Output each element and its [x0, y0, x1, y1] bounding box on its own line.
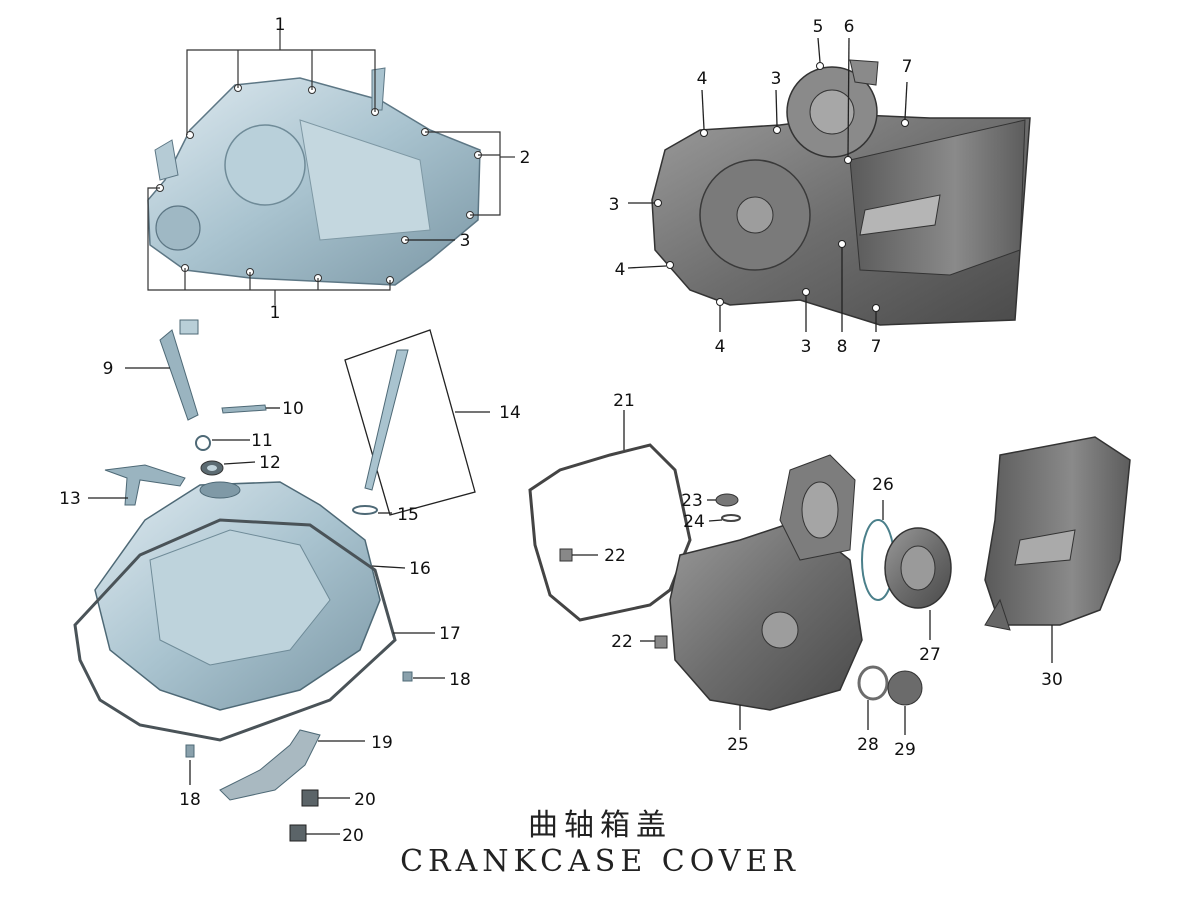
- callout-number: 18: [179, 790, 201, 810]
- crankcase-cover-top-view: [147, 30, 515, 305]
- callout-number: 1: [270, 303, 281, 323]
- callout-number: 20: [354, 790, 376, 810]
- callout-number: 11: [251, 431, 273, 451]
- callout-number: 23: [681, 491, 703, 511]
- callout-number: 3: [771, 69, 782, 89]
- callout-number: 14: [499, 403, 521, 423]
- callout-number: 4: [615, 260, 626, 280]
- callout-number: 1: [275, 15, 286, 35]
- callout-number: 6: [844, 17, 855, 37]
- callout-number: 13: [59, 489, 81, 509]
- callout-number: 10: [282, 399, 304, 419]
- callout-number: 2: [520, 148, 531, 168]
- callout-number: 22: [604, 546, 626, 566]
- crankcase-cover-side-view: [627, 37, 1031, 332]
- callout-number: 27: [919, 645, 941, 665]
- diagram-title-chinese: 曲轴箱盖: [528, 808, 672, 843]
- callout-number: 20: [342, 826, 364, 846]
- diagram-title-english: CRANKCASE COVER: [400, 844, 800, 879]
- callout-number: 15: [397, 505, 419, 525]
- shift-shaft-and-cover: [73, 319, 490, 842]
- magneto-cover-assembly: [528, 410, 1131, 735]
- callout-number: 7: [871, 337, 882, 357]
- callout-number: 3: [460, 231, 471, 251]
- callout-number: 3: [801, 337, 812, 357]
- callout-number: 28: [857, 735, 879, 755]
- callout-number: 12: [259, 453, 281, 473]
- callout-number: 24: [683, 512, 705, 532]
- callout-number: 16: [409, 559, 431, 579]
- callout-number: 3: [609, 195, 620, 215]
- callout-number: 4: [697, 69, 708, 89]
- callout-number: 8: [837, 337, 848, 357]
- callout-number: 21: [613, 391, 635, 411]
- callout-number: 29: [894, 740, 916, 760]
- callout-number: 5: [813, 17, 824, 37]
- callout-number: 4: [715, 337, 726, 357]
- callout-number: 9: [103, 359, 114, 379]
- callout-number: 22: [611, 632, 633, 652]
- callout-number: 26: [872, 475, 894, 495]
- callout-number: 19: [371, 733, 393, 753]
- callout-number: 17: [439, 624, 461, 644]
- callout-number: 30: [1041, 670, 1063, 690]
- callout-number: 7: [902, 57, 913, 77]
- callout-number: 18: [449, 670, 471, 690]
- callout-number: 25: [727, 735, 749, 755]
